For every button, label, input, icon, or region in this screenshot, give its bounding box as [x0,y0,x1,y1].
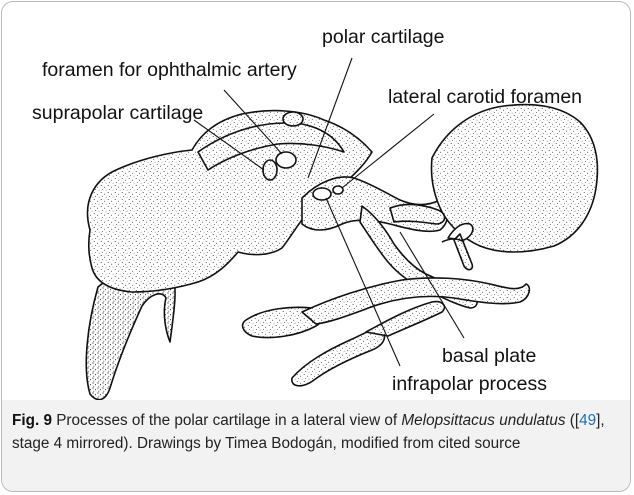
suprapolar-hole [263,160,277,180]
label-lateral-carotid-foramen: lateral carotid foramen [388,88,582,108]
label-basal-plate: basal plate [442,347,536,367]
label-suprapolar-cartilage: suprapolar cartilage [32,104,203,124]
figure-number: Fig. 9 [12,412,52,429]
ophthalmic-foramen [276,152,296,168]
lower-bar-3 [292,330,385,386]
caption-text-1: Processes of the polar cartilage in a la… [52,412,401,429]
cap-nodule [283,112,303,126]
carotid-foramen [313,188,331,200]
label-infrapolar-process: infrapolar process [392,375,547,395]
species-name: Melopsittacus undulatus [401,412,565,429]
figure-caption: Fig. 9 Processes of the polar cartilage … [12,410,617,455]
citation-link[interactable]: 49 [579,412,596,429]
lower-bar-4 [366,302,444,336]
lateral-carotid-foramen-hole [333,186,343,194]
label-polar-cartilage: polar cartilage [322,28,444,48]
label-foramen-ophthalmic: foramen for ophthalmic artery [42,61,297,81]
caption-text-2: ([ [566,412,580,429]
